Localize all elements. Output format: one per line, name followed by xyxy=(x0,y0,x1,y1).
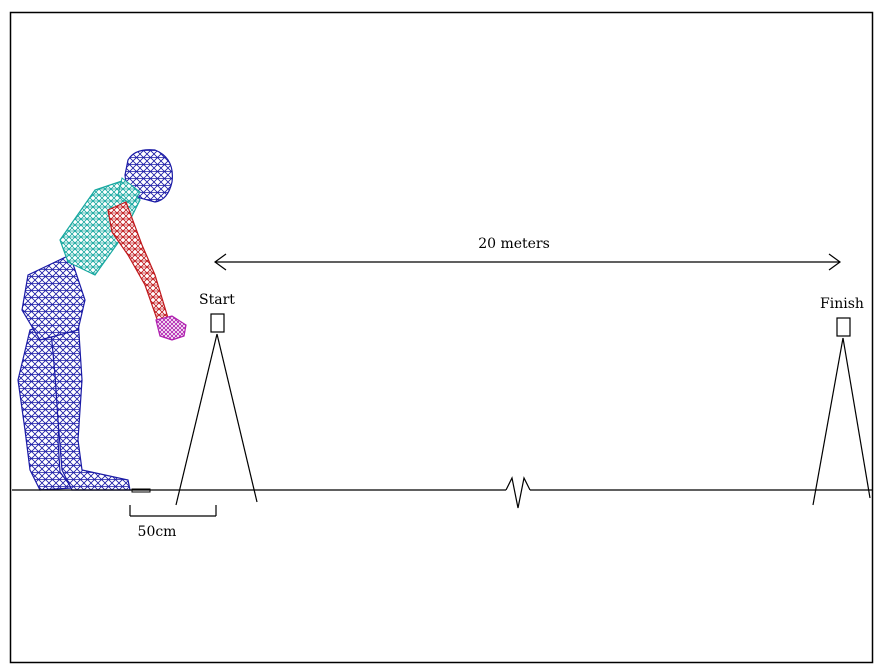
figure-neck xyxy=(117,177,141,206)
figure-arm xyxy=(107,201,169,323)
frame-border xyxy=(9,11,874,664)
figure-hand xyxy=(155,315,187,341)
finish-marker xyxy=(812,317,871,506)
distance-arrow xyxy=(213,253,842,271)
finish-label: Finish xyxy=(820,296,864,312)
start-label: Start xyxy=(199,292,235,308)
figure-hips xyxy=(21,254,86,341)
offset-bracket xyxy=(129,505,217,517)
human-figure xyxy=(17,149,187,491)
start-marker xyxy=(175,313,258,506)
ground-line xyxy=(12,476,872,509)
distance-label: 20 meters xyxy=(478,236,550,252)
figure-front-leg xyxy=(49,317,131,491)
offset-label: 50cm xyxy=(138,524,177,540)
toe-marker xyxy=(131,488,151,493)
